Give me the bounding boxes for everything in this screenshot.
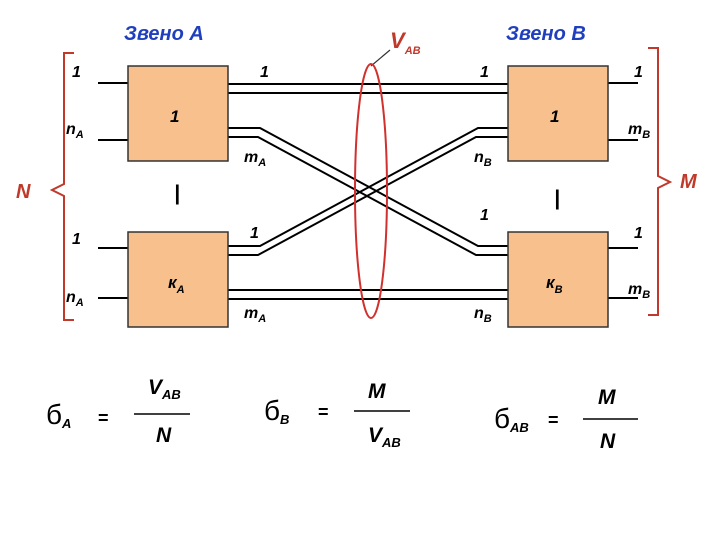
formula-eq: = [548,410,559,430]
trunk-lines [228,83,510,300]
port-label: nA [66,289,84,309]
formula-symbol: бB [264,395,289,427]
port-label: nB [474,149,492,169]
formula-eq: = [98,408,109,428]
port-label: 1 [480,207,489,224]
right-brace [648,47,673,316]
switch-a-top [127,65,229,162]
formula-numerator: VAB [148,376,181,402]
formula-b: бB = M VAB [264,380,410,450]
a-input-lines [98,82,128,299]
switch-b-top [507,65,609,162]
port-label: 1 [250,225,259,242]
formula-symbol: бAB [494,403,529,435]
port-label: nA [66,121,84,141]
port-label: 1 [72,231,81,248]
switch-b-top-label: 1 [550,107,559,126]
bundle-pointer [370,49,391,67]
formula-numerator: M [368,380,386,403]
formula-denominator: VAB [368,424,401,450]
formula-eq: = [318,402,329,422]
link-a-title: Звено A [124,23,204,45]
switch-a-bottom-label: кA [168,273,185,296]
port-label: mB [628,121,650,141]
switch-b-bottom-label: кB [546,273,563,296]
port-label: mB [628,281,650,301]
b-output-lines [608,82,638,299]
port-label: mA [244,305,266,325]
port-label: nB [474,305,492,325]
port-label: 1 [260,64,269,81]
formula-ab: бAB = M N [494,386,638,453]
left-brace [49,52,74,321]
brace-left-label: N [16,181,31,203]
port-label: 1 [72,64,81,81]
switch-a-bottom [127,231,229,328]
formula-symbol: бA [46,399,71,431]
brace-right-label: M [680,171,698,193]
a-ellipsis: | [174,182,180,205]
bundle-ellipse [354,63,388,319]
link-b-title: Звено B [506,23,586,45]
formula-denominator: N [156,424,172,447]
port-label: 1 [480,64,489,81]
formula-denominator: N [600,430,616,453]
port-label: 1 [634,225,643,242]
b-ellipsis: | [554,187,560,210]
port-label: mA [244,149,266,169]
switch-a-top-label: 1 [170,107,179,126]
formula-numerator: M [598,386,616,409]
bundle-label: VAB [390,28,421,57]
port-label: 1 [634,64,643,81]
formula-a: бA = VAB N [46,376,190,447]
switch-b-bottom [507,231,609,328]
